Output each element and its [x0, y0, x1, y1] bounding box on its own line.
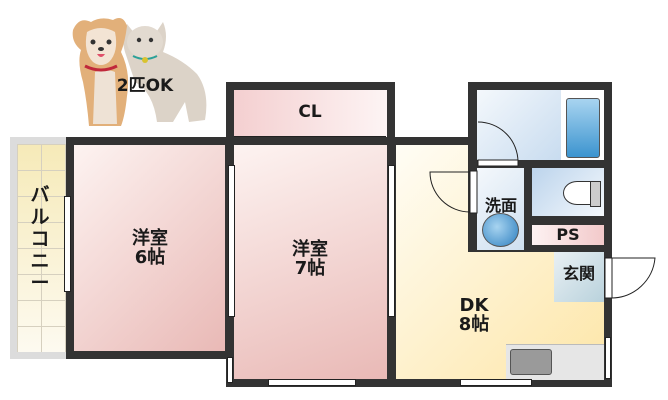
- kitchen-counter: [506, 344, 604, 380]
- balcony-label: バ ル コ ニ ー: [30, 184, 50, 294]
- balcony-window[interactable]: [64, 196, 71, 292]
- window-kitchen-side[interactable]: [605, 337, 611, 379]
- room-entrance-label: 玄関: [562, 264, 595, 283]
- window-6-7-partition[interactable]: [228, 165, 235, 317]
- washroom-door[interactable]: [470, 171, 477, 213]
- room-ps-label: PS: [556, 225, 580, 244]
- room-washroom-label: 洗面: [484, 196, 517, 215]
- window-room7-left-bottom[interactable]: [227, 357, 233, 383]
- room-entrance: [554, 252, 604, 302]
- room-western-7-label: 洋室 7帖: [292, 239, 328, 279]
- entrance-door[interactable]: [605, 258, 655, 298]
- pet-ok-label: 2匹OK: [116, 76, 174, 96]
- bath-door[interactable]: [478, 160, 518, 166]
- room-closet-label: CL: [298, 102, 322, 122]
- room-western-7: [226, 137, 395, 387]
- kitchen-sink-icon: [510, 349, 552, 375]
- sink-basin-icon: [482, 213, 519, 247]
- balcony: [10, 137, 66, 359]
- window-dk-bottom[interactable]: [460, 379, 532, 386]
- room-western-6: [66, 137, 233, 359]
- room-dk-label: DK 8帖: [458, 295, 490, 335]
- toilet-tank-icon: [590, 181, 601, 207]
- toilet-icon: [563, 181, 591, 205]
- room-ps: [532, 225, 604, 245]
- pet-illustration: [65, 12, 215, 130]
- room-closet: [226, 82, 395, 144]
- dog-and-cat-icon: [72, 18, 207, 126]
- window-7-dk-partition[interactable]: [388, 165, 395, 317]
- room-western-6-label: 洋室 6帖: [132, 228, 168, 268]
- bathtub: [561, 90, 604, 160]
- window-room7-bottom[interactable]: [268, 379, 356, 386]
